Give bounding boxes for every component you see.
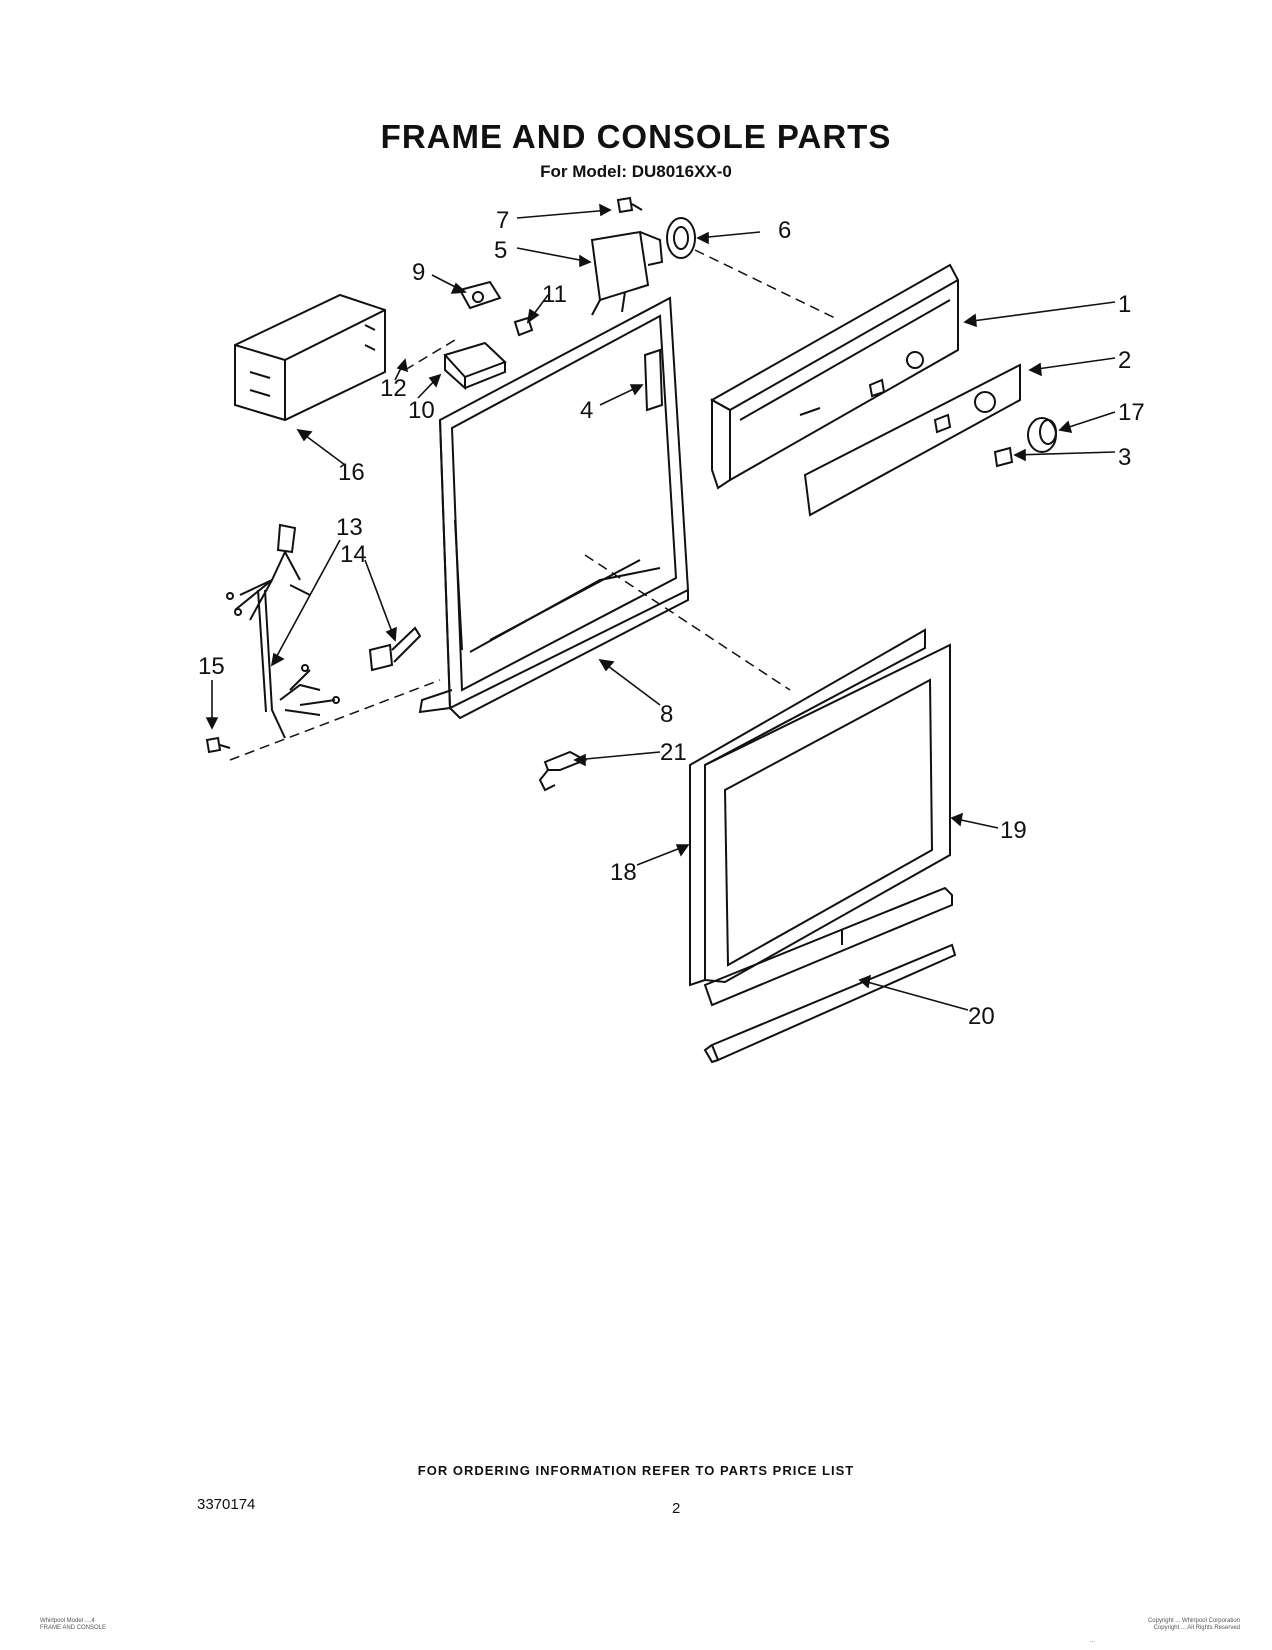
callout-20: 20 bbox=[968, 1003, 995, 1030]
callout-21: 21 bbox=[660, 739, 687, 766]
callout-8: 8 bbox=[660, 701, 673, 728]
fine-print-bottom: ... bbox=[1090, 1638, 1096, 1644]
part-5-switch bbox=[590, 230, 664, 316]
callout-15: 15 bbox=[198, 653, 225, 680]
part-6-knob bbox=[666, 217, 696, 259]
part-7-screw bbox=[616, 196, 643, 214]
callout-3: 3 bbox=[1118, 444, 1131, 471]
page-title: FRAME AND CONSOLE PARTS bbox=[380, 118, 892, 155]
page-number: 2 bbox=[672, 1500, 681, 1517]
part-20-trim bbox=[703, 886, 957, 1064]
callout-7: 7 bbox=[496, 207, 509, 234]
callout-11: 11 bbox=[542, 281, 567, 308]
part-14-switch bbox=[368, 626, 422, 672]
part-16-housing bbox=[234, 293, 386, 422]
document-number: 3370174 bbox=[197, 1496, 256, 1513]
callout-2: 2 bbox=[1118, 347, 1131, 374]
part-21-latch bbox=[538, 750, 588, 792]
assembly-dashed-lines bbox=[229, 249, 836, 761]
callout-14: 14 bbox=[340, 541, 367, 568]
callout-19: 19 bbox=[1000, 817, 1027, 844]
model-subtitle: For Model: DU8016XX-0 bbox=[540, 162, 732, 181]
fine-print-left: Whirlpool Model ....4 FRAME AND CONSOLE bbox=[40, 1618, 107, 1631]
callout-1: 1 bbox=[1118, 291, 1131, 318]
callout-12: 12 bbox=[380, 375, 407, 402]
part-1-console bbox=[709, 263, 959, 490]
part-13-wire-harness bbox=[226, 523, 340, 739]
ordering-note: FOR ORDERING INFORMATION REFER TO PARTS … bbox=[417, 1463, 855, 1478]
part-4-bracket bbox=[643, 348, 664, 412]
part-19-panel bbox=[704, 643, 951, 984]
callout-17: 17 bbox=[1118, 399, 1145, 426]
part-3-button bbox=[993, 446, 1014, 468]
part-2-overlay bbox=[803, 363, 1021, 517]
part-15-screw bbox=[205, 736, 231, 754]
callout-6: 6 bbox=[778, 217, 791, 244]
part-9-bracket bbox=[458, 280, 502, 310]
part-8-frame bbox=[418, 296, 690, 720]
fine-print-copyright: Copyright ... Whirlpool Corporation Copy… bbox=[1147, 1618, 1240, 1631]
part-17-knob bbox=[1027, 417, 1057, 453]
callout-18: 18 bbox=[610, 859, 637, 886]
part-10-bracket bbox=[443, 341, 507, 391]
part-11-clip bbox=[513, 316, 534, 337]
callout-4: 4 bbox=[580, 397, 593, 424]
callout-13: 13 bbox=[336, 514, 363, 541]
callout-9: 9 bbox=[412, 259, 425, 286]
callout-10: 10 bbox=[408, 397, 435, 424]
callout-5: 5 bbox=[494, 237, 507, 264]
callout-16: 16 bbox=[338, 459, 365, 486]
